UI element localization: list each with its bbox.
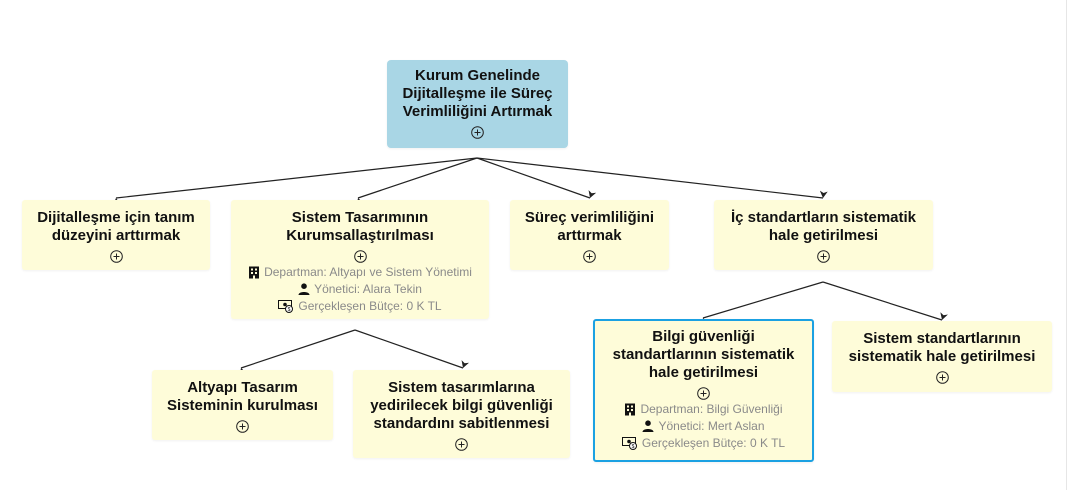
node-title: Kurum Genelinde Dijitalleşme ile Süreç V…	[402, 67, 553, 120]
plus-circle-icon[interactable]	[935, 371, 949, 384]
node-dijitallesme-tanim[interactable]: Dijitalleşme için tanım düzeyini arttırm…	[22, 200, 210, 270]
edge-n4-n4a	[701, 281, 824, 326]
budget-text: Gerçekleşen Bütçe: 0 K TL	[298, 299, 442, 313]
edge-root-n4	[476, 157, 828, 199]
budget-row: $ Gerçekleşen Bütçe: 0 K TL	[621, 435, 786, 451]
manager-row: Yönetici: Alara Tekin	[298, 281, 422, 297]
budget-row: $ Gerçekleşen Bütçe: 0 K TL	[278, 298, 442, 314]
department-row: Departman: Altyapı ve Sistem Yönetimi	[248, 264, 472, 280]
manager-row: Yönetici: Mert Aslan	[642, 418, 765, 434]
department-text: Departman: Bilgi Güvenliği	[640, 402, 783, 416]
edge-root-n2	[356, 157, 478, 206]
node-sistem-tasarimi[interactable]: Sistem Tasarımının Kurumsallaştırılması …	[231, 200, 489, 319]
svg-text:$: $	[632, 444, 635, 450]
manager-text: Yönetici: Alara Tekin	[314, 282, 422, 296]
building-icon	[249, 266, 260, 278]
svg-text:$: $	[288, 307, 291, 313]
budget-text: Gerçekleşen Bütçe: 0 K TL	[641, 436, 786, 450]
building-icon	[625, 403, 636, 415]
department-text: Departman: Altyapı ve Sistem Yönetimi	[264, 265, 472, 279]
node-title: Süreç verimliliğini arttırmak	[524, 209, 655, 244]
edge-n2-n2b	[354, 329, 470, 369]
manager-text: Yönetici: Mert Aslan	[658, 419, 765, 433]
node-bilgi-guvenligi-sistematik[interactable]: Bilgi güvenliği standartlarının sistemat…	[593, 319, 814, 462]
node-root[interactable]: Kurum Genelinde Dijitalleşme ile Süreç V…	[387, 60, 568, 148]
plus-circle-icon[interactable]	[236, 420, 249, 433]
edge-n4-n4b	[822, 281, 948, 321]
plus-circle-icon[interactable]	[471, 126, 484, 139]
node-altyapi-tasarim[interactable]: Altyapı Tasarım Sisteminin kurulması	[152, 370, 333, 440]
plus-circle-icon[interactable]	[455, 438, 468, 451]
node-title: Sistem tasarımlarına yedirilecek bilgi g…	[370, 379, 553, 432]
node-title: İç standartların sistematik hale getiril…	[730, 209, 917, 244]
plus-circle-icon[interactable]	[583, 250, 596, 263]
person-icon	[298, 283, 310, 295]
node-ic-standartlar[interactable]: İç standartların sistematik hale getiril…	[714, 200, 933, 270]
node-title: Dijitalleşme için tanım düzeyini arttırm…	[37, 209, 195, 244]
node-bilgi-guvenligi-standardi[interactable]: Sistem tasarımlarına yedirilecek bilgi g…	[353, 370, 570, 458]
money-icon: $	[621, 436, 637, 450]
node-surec-verimliligi[interactable]: Süreç verimliliğini arttırmak	[510, 200, 669, 270]
money-icon: $	[278, 299, 294, 313]
edge-n2-n2a	[239, 329, 356, 376]
plus-circle-icon[interactable]	[109, 250, 123, 263]
node-title: Altyapı Tasarım Sisteminin kurulması	[167, 379, 318, 414]
node-sistem-standartlari[interactable]: Sistem standartlarının sistematik hale g…	[832, 321, 1052, 392]
plus-circle-icon[interactable]	[697, 387, 710, 400]
edge-root-n1	[112, 157, 478, 206]
plus-circle-icon[interactable]	[817, 250, 830, 263]
department-row: Departman: Bilgi Güvenliği	[624, 401, 783, 417]
person-icon	[642, 420, 654, 432]
edge-root-n3	[476, 157, 597, 199]
node-title: Bilgi güvenliği standartlarının sistemat…	[612, 328, 795, 381]
node-title: Sistem Tasarımının Kurumsallaştırılması	[286, 209, 434, 244]
plus-circle-icon[interactable]	[353, 250, 367, 263]
canvas-right-border	[1066, 0, 1067, 490]
node-title: Sistem standartlarının sistematik hale g…	[848, 330, 1036, 365]
